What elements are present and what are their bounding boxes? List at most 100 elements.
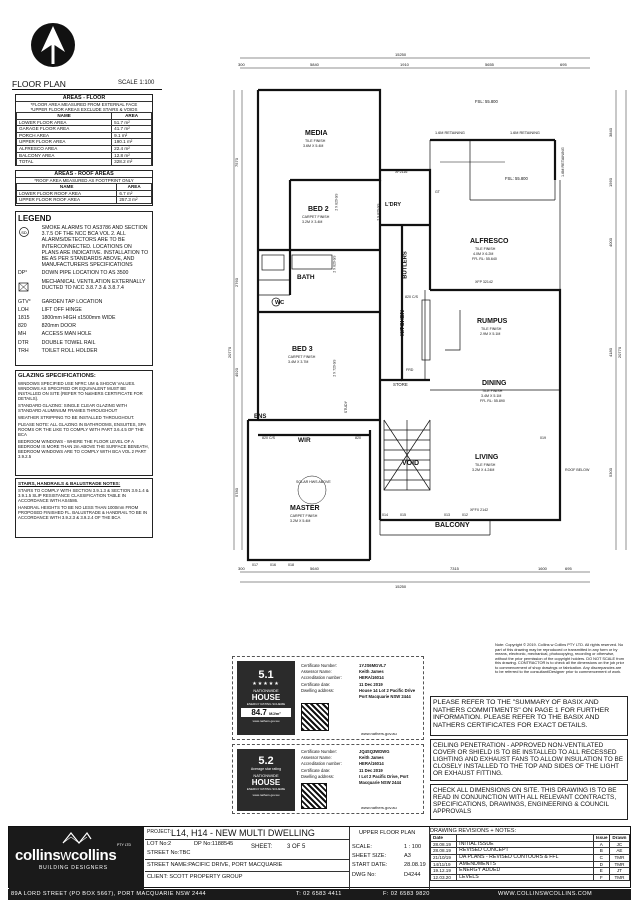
exhaust-fan-icon bbox=[18, 279, 42, 297]
dim-bottom: 1600 bbox=[538, 566, 547, 571]
dim-bottom: 7315 bbox=[450, 566, 459, 571]
footer-bar: 89A LORD STREET (PO BOX 5667), PORT MACQ… bbox=[8, 889, 631, 900]
dim-top: 1910 bbox=[400, 62, 409, 67]
room-alfresco: ALFRESCO bbox=[470, 238, 509, 245]
room-bed3-size: 3.4M X 3.7M bbox=[288, 360, 309, 364]
footer-website: WWW.COLLINSWCOLLINS.COM bbox=[498, 891, 593, 897]
dim-bottom: 300 bbox=[238, 566, 245, 571]
qr-code-icon bbox=[301, 783, 327, 809]
window-tag: 018 bbox=[288, 563, 294, 567]
cert-labels: Certificate Number: Assessor Name: Accre… bbox=[301, 663, 342, 693]
company-name-2: w bbox=[60, 847, 71, 864]
footer-fax: F: 02 6583 9820 bbox=[383, 891, 430, 897]
company-designers: BUILDING DESIGNERS bbox=[39, 865, 108, 871]
cert-footer-url: www.nathers.gov.au bbox=[361, 731, 397, 736]
room-bed2-size: 3.2M X 3.4M bbox=[302, 220, 323, 224]
window-tag: 016 bbox=[270, 563, 276, 567]
check-dimensions-note: CHECK ALL DIMENSIONS ON SITE. THIS DRAWI… bbox=[430, 784, 628, 820]
stairs-notes: STAIRS, HANDRAILS & BALUSTRADE NOTES: ST… bbox=[15, 478, 153, 538]
tb-line bbox=[145, 839, 349, 840]
basix-note: PLEASE REFER TO THE "SUMMARY OF BASIX AN… bbox=[430, 696, 628, 736]
room-dining-size: 3.4M X 5.1M bbox=[481, 394, 502, 398]
dwg-label: DWG No: bbox=[352, 872, 376, 878]
room-dining: DINING bbox=[482, 380, 507, 387]
room-rumpus: RUMPUS bbox=[477, 318, 508, 325]
company-logo: collinswcollins PTY LTD BUILDING DESIGNE… bbox=[9, 827, 144, 889]
fsl-label: FSL: 55.800 bbox=[475, 99, 498, 104]
glazing-para: WEATHER STRIPPING TO BE INSTALLED THROUG… bbox=[18, 415, 135, 420]
col-name: NAME bbox=[15, 183, 118, 191]
drawing-title: UPPER FLOOR PLAN bbox=[359, 830, 416, 836]
start-date-value: 28.08.19 bbox=[404, 862, 426, 868]
room-store: STORE bbox=[393, 382, 408, 387]
areas-roof-note: *ROOF AREA MEASURED AS FOOTPRINT ONLY bbox=[34, 178, 134, 183]
room-media: MEDIA bbox=[305, 130, 328, 137]
room-rumpus-size: 2.9M X 5.1M bbox=[480, 332, 501, 336]
legend-heading: LEGEND bbox=[18, 214, 52, 223]
room-alfresco-finish: TILE FINISH bbox=[475, 247, 496, 251]
room-living-size: 3.2M X 4.24M bbox=[472, 468, 495, 472]
room-bed3-finish: CARPET FINISH bbox=[288, 355, 316, 359]
solar-hws-label: SOLAR HWS ABOVE bbox=[296, 480, 331, 484]
room-bed2-finish: CARPET FINISH bbox=[302, 215, 330, 219]
legend-item: GTV°GARDEN TAP LOCATION bbox=[18, 298, 103, 305]
dim-left: 4920 bbox=[233, 368, 239, 377]
dim-left: 7570 bbox=[233, 158, 239, 167]
brand-line-2: HOUSE bbox=[251, 693, 281, 702]
average-rating-label: Average star rating bbox=[250, 767, 282, 771]
col-drawn: Drawn bbox=[608, 834, 631, 842]
glazing-para: BEDROOM WINDOWS - WHERE THE FLOOR LEVEL … bbox=[18, 439, 149, 459]
dim-bottom-total: 15250 bbox=[395, 584, 407, 589]
dim-left: 2760 bbox=[233, 278, 239, 287]
room-alfresco-ffl: FFL RL: 55.640 bbox=[472, 257, 497, 261]
ceiling-note: CEILING PENETRATION - APPROVED NON-VENTI… bbox=[430, 739, 628, 781]
robe-label: 2 X 820 GS bbox=[376, 203, 381, 221]
company-pty: PTY LTD bbox=[117, 843, 132, 847]
scale-value: 1 : 100 bbox=[404, 844, 422, 850]
cert-values: JQ4SQ3WDWG Keith James HERA/16014 11 Dec… bbox=[359, 749, 409, 786]
brand-line-3: ENERGY RATING SCHEME bbox=[246, 702, 286, 706]
dim-left: 5780 bbox=[233, 488, 239, 497]
legend-item: DP°DOWN PIPE LOCATION TO AS 3500 bbox=[18, 270, 129, 277]
brand-line-1: NATIONWIDE bbox=[253, 688, 279, 693]
stairs-heading: STAIRS, HANDRAILS & BALUSTRADE NOTES: bbox=[18, 481, 121, 486]
company-name-3: collins bbox=[70, 847, 117, 864]
scale-label: SCALE 1:100 bbox=[118, 80, 155, 86]
window-label: XF2116 bbox=[395, 170, 408, 174]
areas-floor-heading: AREAS - FLOOR bbox=[16, 95, 152, 102]
fsl-label-2: FSL: 55.800 bbox=[505, 176, 528, 181]
stars-icon: ★★★★★ bbox=[252, 681, 280, 687]
sheet-size-value: A3 bbox=[404, 853, 411, 859]
nathers-certificate-1: 5.1 ★★★★★ NATIONWIDE HOUSE ENERGY RATING… bbox=[232, 656, 424, 740]
retaining-label: 1.6M RETAINING bbox=[510, 131, 540, 135]
qr-code-icon bbox=[301, 703, 329, 731]
room-master-finish: CARPET FINISH bbox=[290, 514, 318, 518]
street-number: STREET No:TBC bbox=[147, 850, 191, 856]
window-tag: 015 bbox=[400, 513, 406, 517]
scale-label: SCALE: bbox=[352, 844, 372, 850]
room-kitchen: KITCHEN bbox=[399, 310, 406, 336]
room-rumpus-finish: TILE FINISH bbox=[481, 327, 502, 331]
window-tag: 012 bbox=[462, 513, 468, 517]
dim-top: 300 bbox=[238, 62, 245, 67]
room-dining-ffl: FFL RL: 55.890 bbox=[480, 399, 505, 403]
cert-footer-url: www.nathers.gov.au bbox=[361, 805, 397, 810]
col-issue: Issue bbox=[592, 834, 610, 842]
title-block: collinswcollins PTY LTD BUILDING DESIGNE… bbox=[8, 826, 631, 889]
glazing-specs: GLAZING SPECIFICATIONS: WINDOWS SPECIFIE… bbox=[15, 370, 153, 476]
room-bath: BATH bbox=[297, 274, 315, 281]
dim-right: 5300 bbox=[607, 468, 613, 477]
dim-right: 4000 bbox=[607, 238, 613, 247]
door-label: 820 bbox=[355, 436, 361, 440]
window-tag: 019 bbox=[540, 436, 546, 440]
star-rating-badge: 5.1 ★★★★★ NATIONWIDE HOUSE ENERGY RATING… bbox=[237, 661, 295, 735]
fridge-label: FRD bbox=[406, 368, 414, 372]
project-label: PROJECT: bbox=[147, 829, 172, 835]
